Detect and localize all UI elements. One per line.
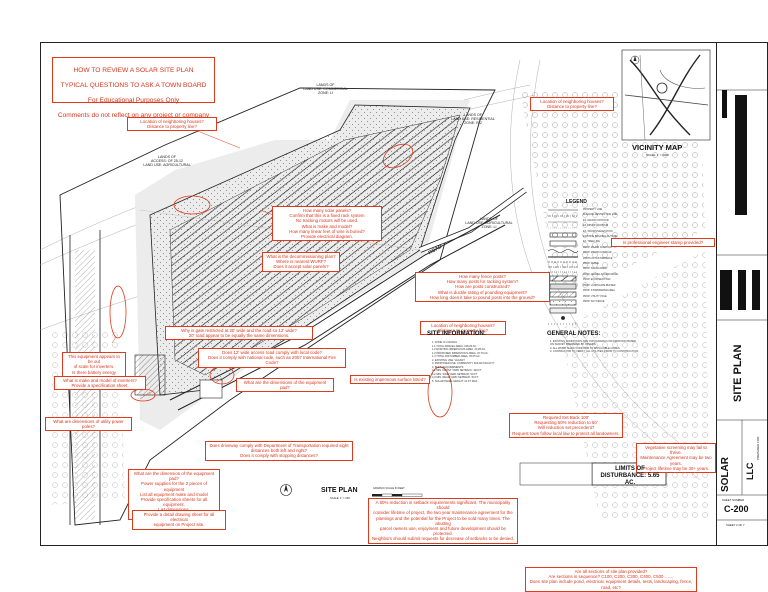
titleblock-solar: SOLAR <box>720 457 731 492</box>
site-info-row: 1. ZONE: R-2 RURAL <box>432 341 458 344</box>
legend-item: EXISTING BUILDING OUTLINE <box>583 235 618 239</box>
general-notes-list: 1. EXISTING CONDITIONS AND TOPOGRAPHIC I… <box>550 340 640 354</box>
site-info-row: 1.3 PROPOSED IMPERVIOUS AREA: ±0.79 AC. <box>432 351 489 355</box>
site-info-row: 5. SOLAR PANEL HEIGHT: 10 FT MAX <box>432 379 478 383</box>
titleblock-llc: LLC <box>745 462 755 481</box>
legend-item: PROP. LANDSCAPE BUFFER <box>583 283 616 287</box>
legend-title: LEGEND <box>566 199 587 205</box>
label-lands-a: LANDS OF LAND USE: COMMERCIAL ZONE: LI <box>303 83 348 95</box>
legend-item: PROP. STORMWATER AREA <box>583 289 615 293</box>
legend-item: BUILDING RESTRICTION LINE <box>583 213 618 217</box>
note-fire-code: Does 12' wide access road comply with lo… <box>198 348 346 368</box>
site-info-table: 1. ZONE: R-2 RURAL 1.1 TOTAL PARCEL AREA… <box>432 341 510 383</box>
site-plan-scale: SCALE: 1" = 100' <box>330 497 351 500</box>
legend-item: EX. TREE LINE <box>583 240 600 244</box>
note-engineer-stamp: Is professional engineer stamp provided? <box>611 238 715 248</box>
limits-of-disturbance: LIMITS OF DISTURBANCE: 5.65 AC. <box>600 466 660 486</box>
note-impervious: Is existing impervious surface listed? <box>350 375 430 385</box>
legend-item: PROP. MAJOR CONTOUR <box>583 245 612 249</box>
site-info-row: 3. PROPOSED USE: COMMUNITY SOLAR FACILIT… <box>432 362 495 365</box>
label-lands-c: LANDS OF LAND USE: AGRICULTURAL ZONE: LI <box>465 217 513 229</box>
note-required-setback: Required Set Back 100' Requesting 50% re… <box>509 413 623 438</box>
note-driveway: Does driveway comply with Department of … <box>205 441 353 461</box>
note-fence-posts: How many fence posts? How many posts for… <box>415 272 550 303</box>
header-line-4: Comments do not reflect on any project o… <box>57 112 210 120</box>
site-info-title: SITE INFORMATION: <box>427 331 486 337</box>
legend-item: LIMITS OF DISTURBANCE <box>583 256 613 260</box>
legend-list: PROPERTY LINE BUILDING RESTRICTION LINE … <box>583 207 643 304</box>
graphic-scale-label: GRAPHIC SCALE IN FEET <box>373 487 405 490</box>
titleblock-prepared-for: PREPARED FOR <box>756 436 760 460</box>
note-neighbors-1: Location of neighboring houses? Distance… <box>127 117 217 132</box>
site-info-row: 2. EXISTING USE: VACANT <box>432 358 465 362</box>
annotation-circles <box>109 143 453 418</box>
label-lands-d: LANDS OF ACCESS: OF 25-12 LAND USE: AGRI… <box>143 155 191 167</box>
general-note: 1. EXISTING CONDITIONS AND TOPOGRAPHIC I… <box>550 340 637 343</box>
note-panels: How many solar panels? Confirm that this… <box>272 206 382 242</box>
label-lands-b: LANDS OF LAND USE: RESIDENTIAL ZONE: R-2 <box>451 113 495 125</box>
note-gate-road: Why is gate restricted at 20' wide and t… <box>165 326 313 341</box>
note-neighbors-2: Location of neighboring houses? Distance… <box>530 97 614 112</box>
titleblock-sheet-number: C-200 <box>724 504 749 514</box>
legend-item: PROP. UTILITY POLE <box>583 294 607 298</box>
site-plan-title: SITE PLAN <box>321 487 358 494</box>
header-note: HOW TO REVIEW A SOLAR SITE PLAN TYPICAL … <box>52 57 215 119</box>
legend-item: PROP. GRAVEL ACCESS ROAD <box>583 272 619 276</box>
note-sections: Are all sections of site plan provided? … <box>525 567 697 592</box>
site-info-row: 4.2 MIN. SIDE YARD SETBACK: 50 FT <box>432 372 478 376</box>
note-detail-drawing: Provide a detail drawing sheet for all e… <box>132 510 226 530</box>
legend-item: EX. MINOR CONTOUR <box>583 224 609 228</box>
header-line-2: TYPICAL QUESTIONS TO ASK A TOWN BOARD <box>60 81 207 89</box>
general-note: 3. CONTRACTOR TO VERIFY ALL UTILITIES PR… <box>550 350 639 354</box>
general-note: 2. ALL WORK SHALL CONFORM TO APPLICABLE … <box>550 346 621 350</box>
woods-area <box>520 90 705 300</box>
general-notes-title: GENERAL NOTES: <box>547 331 601 337</box>
legend-item: PROP. MINOR CONTOUR <box>583 251 612 255</box>
site-info-row: 4.1 MIN. FRONT YARD SETBACK: 100 FT <box>432 369 482 372</box>
header-line-1: HOW TO REVIEW A SOLAR SITE PLAN <box>73 66 194 74</box>
titleblock-redactions <box>720 90 760 310</box>
titleblock-sheet-of: SHEET 2 OF 7 <box>726 523 745 527</box>
note-vegetation: Vegetative screening may fail to thrive.… <box>636 443 716 474</box>
titleblock-site-plan: SITE PLAN <box>732 344 744 402</box>
north-arrow <box>280 484 292 496</box>
legend-item: EX. WOODS/VEGETATION <box>583 229 613 233</box>
site-info-row: 1.4 TOTAL DISTURBED AREA: ±5.65 AC. <box>432 355 481 358</box>
note-neighbors-3: Location of neighboring houses? Distance… <box>420 321 506 336</box>
legend-item: PROP. SOLAR ARRAY <box>583 267 608 271</box>
graphic-scale <box>372 493 423 497</box>
legend-symbols <box>547 209 579 325</box>
note-inverters: What is make and model of inverters? Pro… <box>54 376 146 391</box>
solar-array-rows <box>169 114 461 376</box>
vicinity-map <box>621 49 711 141</box>
legend-item: PROPERTY LINE <box>583 208 603 211</box>
site-info-row: 4. BULK REQUIREMENTS: <box>432 365 464 369</box>
titleblock-sheet-label: SHEET NUMBER <box>722 498 745 502</box>
legend-item: PROP. EQUIPMENT PAD <box>583 278 611 282</box>
note-decommissioning: What is the decommissioning plan? Where … <box>262 252 340 272</box>
site-info-row: 1.2 EXISTING IMPERVIOUS AREA: ±0.28 AC. <box>432 348 486 351</box>
note-setback-reduction: A 50% reduction in setback requirements … <box>368 498 518 544</box>
legend-item: EX. MAJOR CONTOUR <box>583 218 609 222</box>
legend-item: PROP. SILT FENCE <box>583 299 605 303</box>
site-info-row: 4.3 MIN. REAR YARD SETBACK: 50 FT <box>432 376 479 379</box>
general-note: ON SURVEY PREPARED BY OTHERS. <box>550 343 597 347</box>
vicinity-scale: SCALE: 1" = 2000' <box>646 153 670 157</box>
site-info-row: 1.1 TOTAL PARCEL AREA: ±28.25 AC. <box>432 344 478 348</box>
note-utility-poles: What are dimensions of utility power pol… <box>45 417 132 432</box>
note-equipment-pad: What are the dimensions of the equipment… <box>236 378 334 393</box>
legend-item: PROP. FENCE <box>583 262 599 266</box>
vicinity-title: VICINITY MAP <box>632 143 683 152</box>
title-block <box>716 42 768 546</box>
header-line-3: For Educational Purposes Only <box>87 96 180 104</box>
